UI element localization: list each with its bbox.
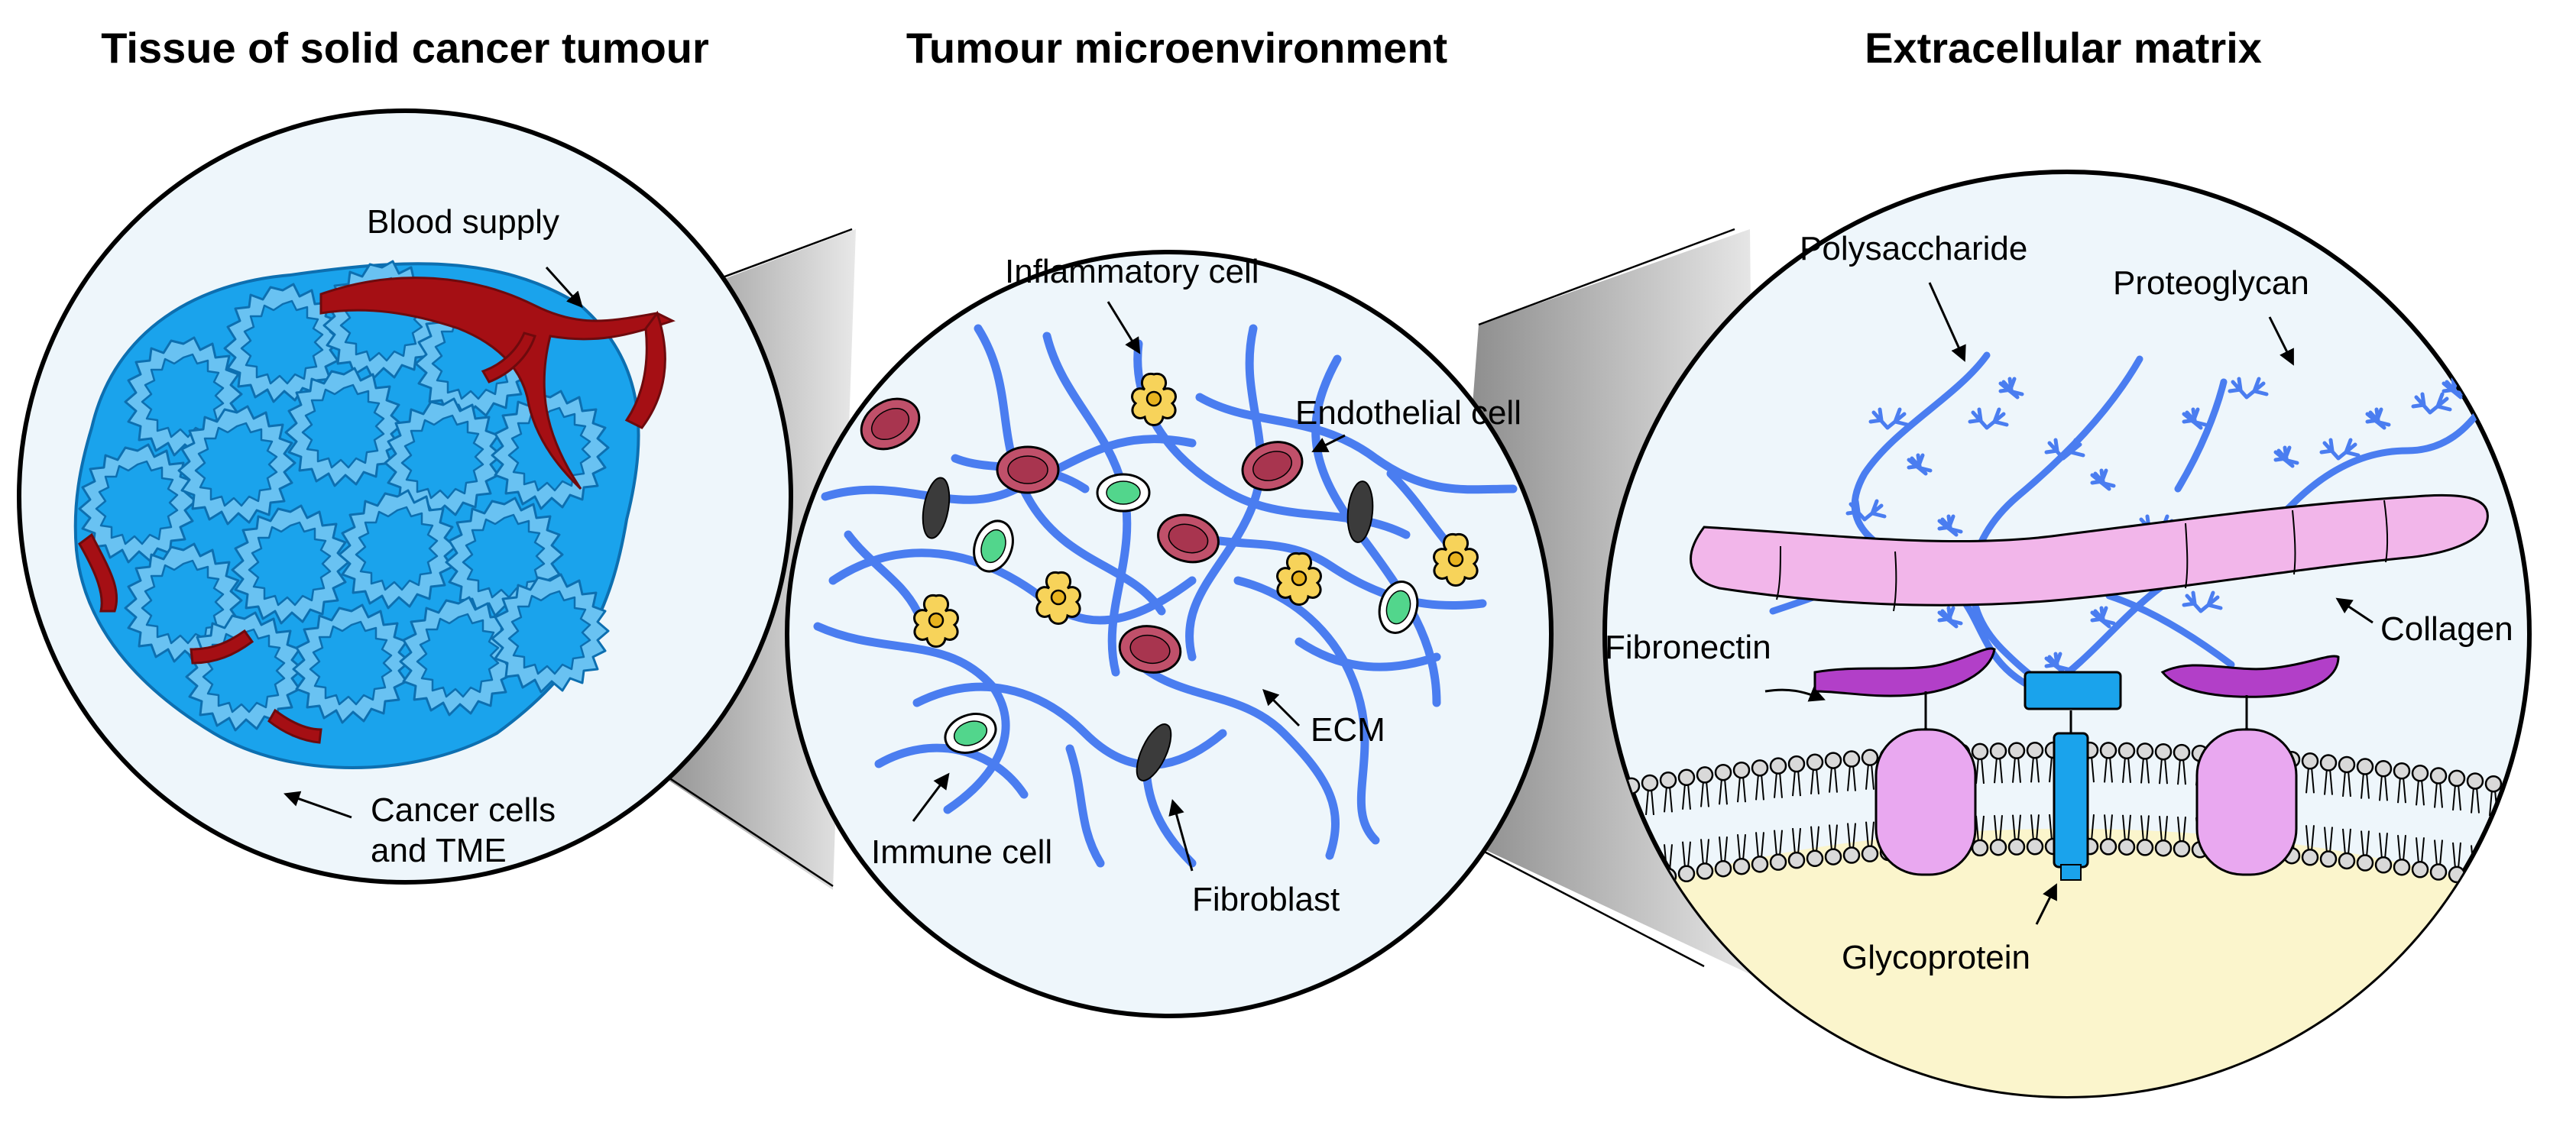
blood-vessel — [78, 277, 676, 744]
title-microenvironment: Tumour microenvironment — [906, 24, 1448, 72]
arrow-immune-cell — [912, 772, 950, 822]
arrow-polysaccharide — [1928, 282, 1966, 362]
arrow-collagen — [2335, 597, 2373, 624]
arrow-blood-supply — [545, 266, 583, 309]
panel-extracellular-matrix: Polysaccharide Proteoglycan Fibronectin … — [1602, 170, 2532, 1098]
panel-titles: Tissue of solid cancer tumour Tumour mic… — [0, 0, 2576, 107]
label-fibronectin: Fibronectin — [1605, 629, 1771, 666]
arrow-inflammatory-cell — [1107, 301, 1141, 354]
panel-tissue: Blood supply Cancer cells and TME — [17, 108, 793, 885]
arrow-cancer-cells — [284, 791, 352, 819]
glycoprotein — [2024, 671, 2122, 881]
arrow-ecm — [1262, 689, 1301, 727]
title-extracellular-matrix: Extracellular matrix — [1865, 24, 2262, 72]
panel-microenvironment: Inflammatory cell Endothelial cell ECM I… — [785, 250, 1554, 1018]
zoom-line-2a — [1478, 228, 1735, 326]
arrow-glycoprotein — [2035, 883, 2057, 925]
cancer-cell-cluster — [73, 260, 640, 769]
label-polysaccharide: Polysaccharide — [1800, 230, 2027, 267]
label-glycoprotein: Glycoprotein — [1842, 939, 2030, 976]
label-endothelial-cell: Endothelial cell — [1295, 394, 1521, 432]
arrow-fibronectin — [1764, 687, 1826, 702]
label-immune-cell: Immune cell — [871, 833, 1052, 871]
title-tissue: Tissue of solid cancer tumour — [101, 24, 709, 72]
arrow-endothelial-cell — [1311, 434, 1346, 452]
arrow-proteoglycan — [2268, 316, 2294, 366]
label-blood-supply: Blood supply — [367, 203, 559, 241]
label-inflammatory-cell: Inflammatory cell — [1005, 253, 1259, 290]
label-proteoglycan: Proteoglycan — [2113, 264, 2309, 302]
receptor-proteins — [1874, 691, 2298, 876]
collagen-fibre — [1690, 493, 2489, 612]
label-ecm: ECM — [1311, 711, 1385, 749]
label-collagen: Collagen — [2380, 610, 2513, 648]
fibronectin-proteins — [1813, 647, 2340, 698]
arrow-fibroblast — [1168, 798, 1194, 872]
label-cancer-cells-line2: and TME — [371, 832, 507, 869]
label-cancer-cells-line1: Cancer cells — [371, 791, 556, 829]
label-fibroblast: Fibroblast — [1192, 881, 1340, 918]
